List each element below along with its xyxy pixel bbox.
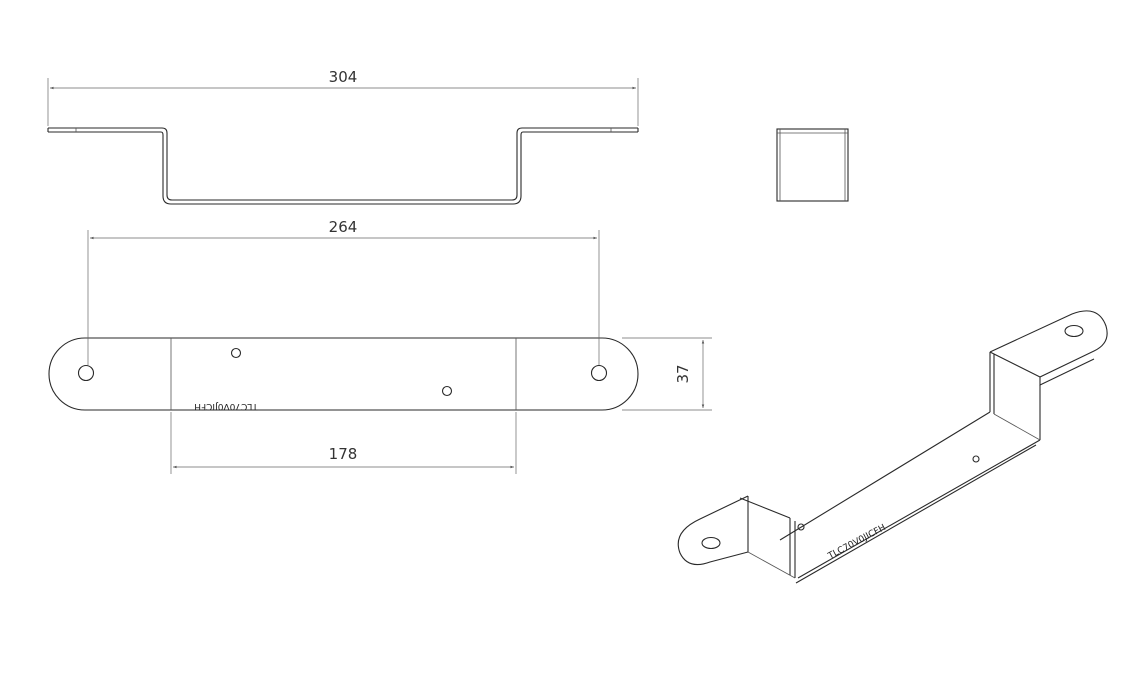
iso-base: [779, 411, 1041, 584]
small-hole: [230, 347, 242, 359]
iso-left-bend: [747, 551, 796, 579]
iso-base-bend: [993, 413, 1041, 441]
top-view: TLC70V0JICFH: [48, 337, 639, 411]
small-hole: [441, 385, 453, 397]
end-view-outline: [776, 128, 849, 202]
dimension-center-length: 178: [170, 412, 517, 474]
iso-left-wall: [747, 496, 796, 578]
engraved-part-code: TLC70V0JICFH: [194, 401, 259, 411]
dimension-text-width: 37: [674, 364, 692, 383]
side-profile-inner: [48, 131, 638, 205]
iso-left-tab: [677, 495, 791, 566]
side-profile-outer: [48, 127, 638, 201]
isometric-view: TLC70V0JICFH: [677, 310, 1108, 584]
iso-small-hole: [972, 455, 980, 463]
end-view: [776, 128, 849, 202]
iso-mounting-hole-left: [701, 536, 721, 550]
iso-right-tab: [989, 310, 1108, 386]
mounting-hole-left: [77, 364, 95, 382]
dimension-overall-length: 304: [47, 68, 639, 126]
iso-mounting-hole-right: [1064, 324, 1084, 338]
dimension-text-overall-length: 304: [329, 68, 358, 86]
top-view-outline: [48, 337, 639, 411]
dimension-text-hole-spacing: 264: [329, 218, 358, 236]
dimension-width: 37: [622, 337, 712, 411]
dimension-hole-spacing: 264: [87, 218, 600, 365]
iso-right-tab-edge: [989, 351, 1041, 378]
side-view: [47, 127, 639, 205]
iso-engraved-part-code: TLC70V0JICFH: [826, 523, 888, 562]
iso-small-hole: [797, 523, 805, 531]
dimension-text-center-length: 178: [329, 445, 358, 463]
iso-right-wall: [989, 352, 1041, 440]
mounting-hole-right: [590, 364, 608, 382]
